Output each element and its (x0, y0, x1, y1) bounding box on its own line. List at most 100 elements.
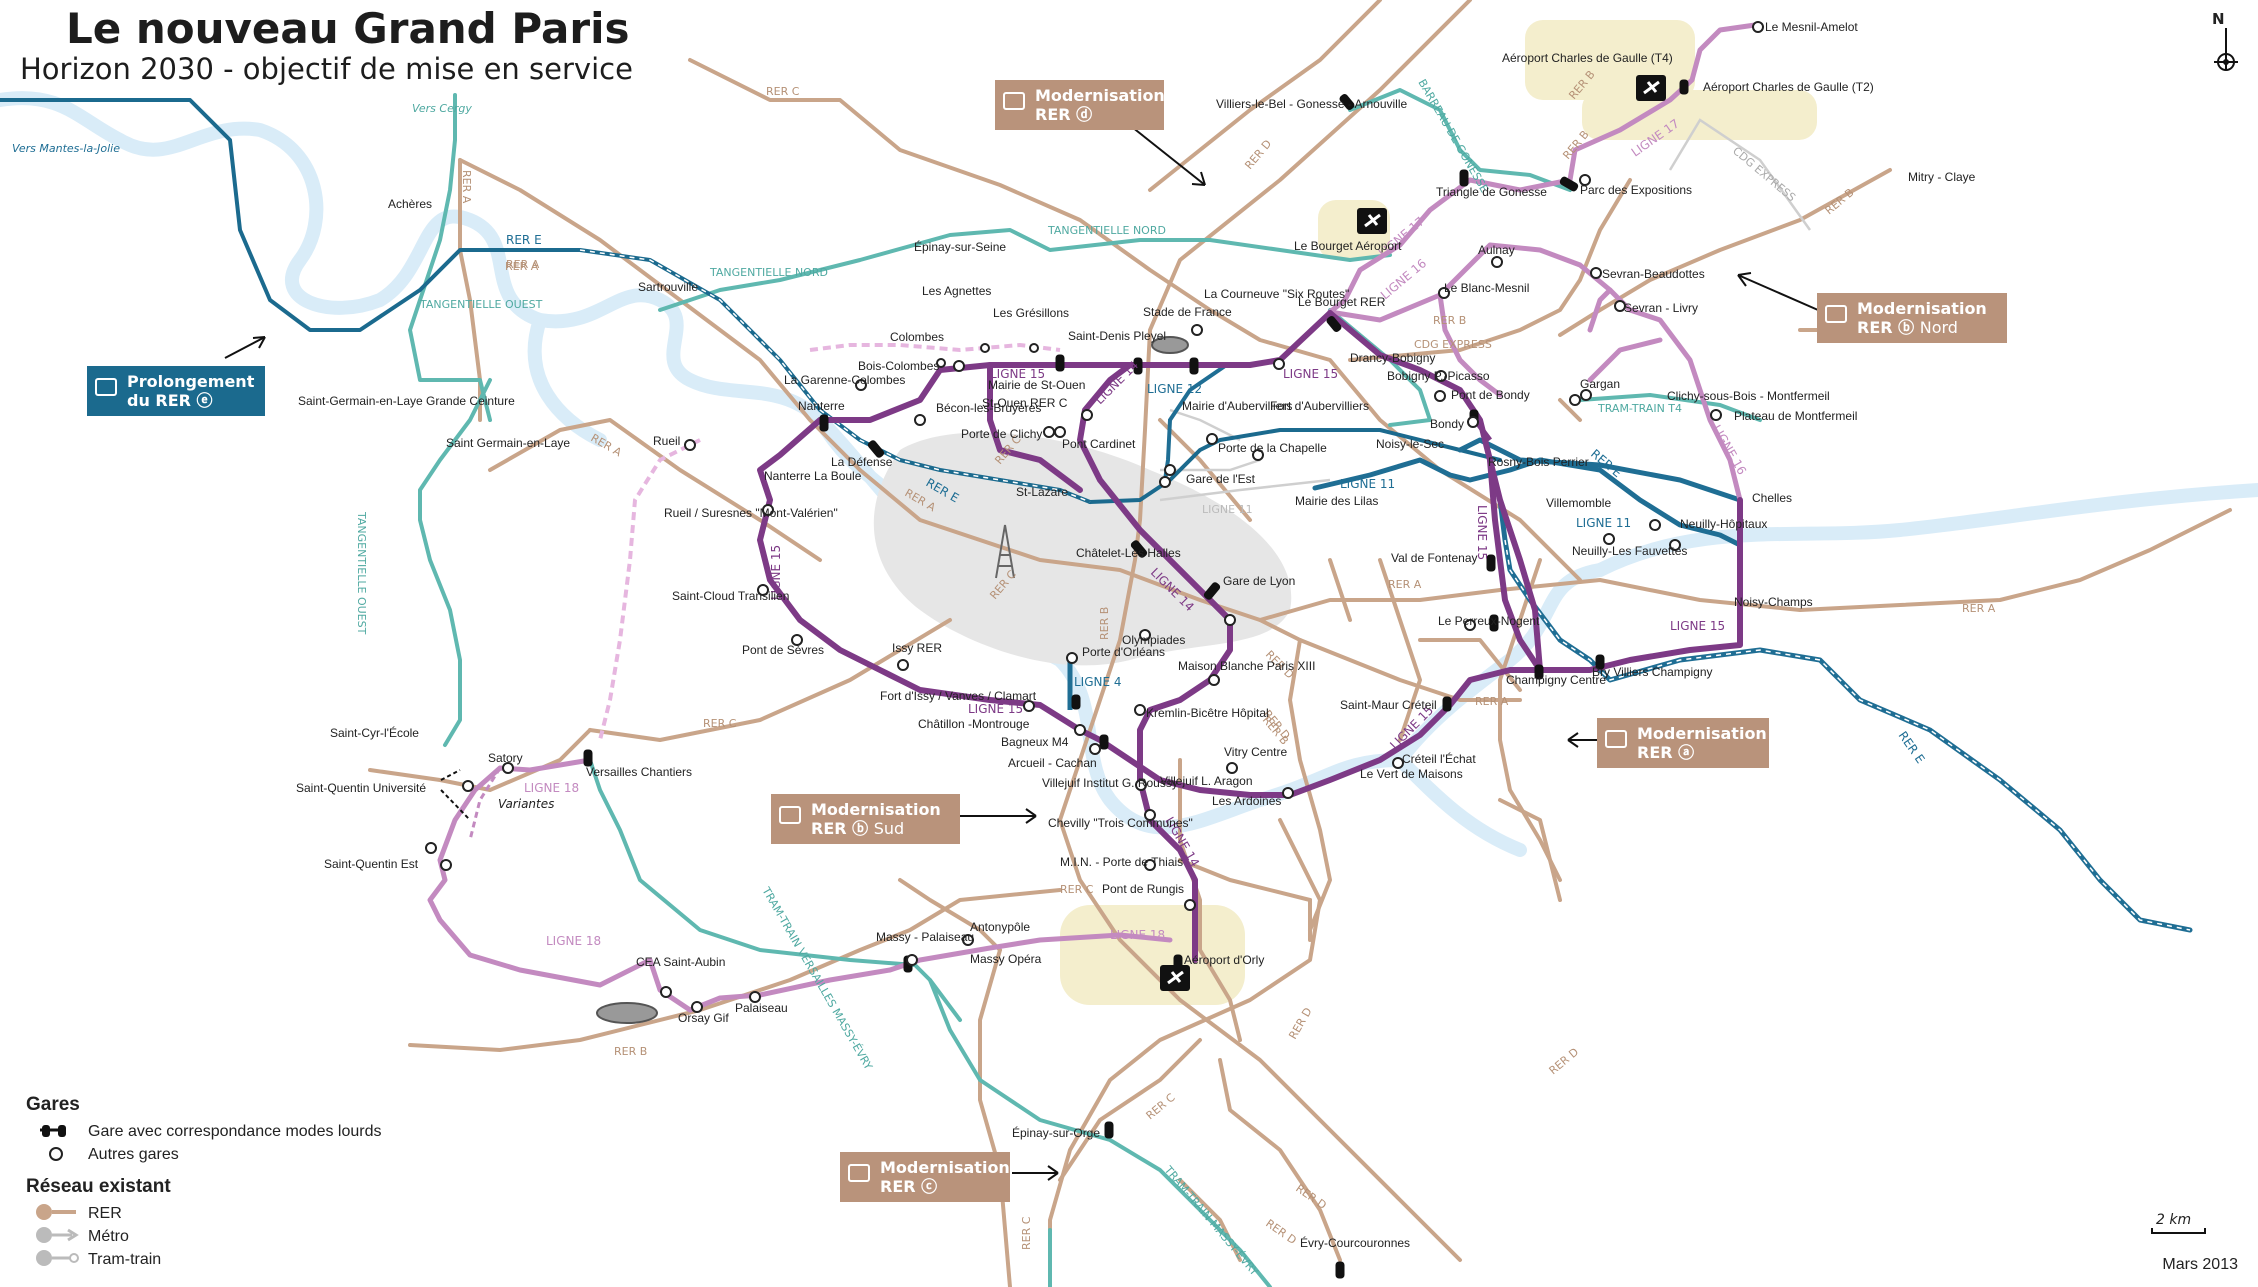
station-labels: Le Mesnil-Amelot Aéroport Charles de Gau… (296, 20, 1976, 1250)
label-rer-a-5: RER A (589, 431, 625, 459)
page-title: Le nouveau Grand Paris (66, 4, 630, 53)
station-label: Vitry Centre (1224, 745, 1287, 759)
label-ligne18-a: LIGNE 18 (524, 781, 579, 795)
station-label: Porte de la Chapelle (1218, 441, 1327, 455)
station-label: Maison Blanche Paris XIII (1178, 659, 1315, 673)
label-cdg-express: CDG EXPRESS (1414, 338, 1492, 351)
station-label: Villiers-le-Bel - Gonesse - Arnouville (1216, 97, 1408, 111)
train-icon (848, 1164, 870, 1182)
box-line-1: Modernisation (811, 800, 941, 819)
box-modernisation-rer-d: Modernisation RER ⓓ (995, 80, 1165, 130)
metro-network (1159, 118, 1812, 502)
label-rer-b-2: RER B (614, 1045, 647, 1058)
compass-icon (2214, 28, 2238, 71)
label-vers-cergy: Vers Cergy (412, 102, 472, 115)
other-stations (425, 21, 1764, 1013)
box-line-1: Modernisation (880, 1158, 1010, 1177)
station-label: Villejuif L. Aragon (1160, 774, 1253, 788)
station-label: St-Lazare (1016, 485, 1068, 499)
grey-labels: LIGNE 11 (1202, 503, 1253, 516)
station-label: Le Blanc-Mesnil (1444, 281, 1529, 295)
station-label: Mairie des Lilas (1295, 494, 1378, 508)
station-label: Bry Villiers Champigny (1592, 665, 1713, 679)
station-label: Sartrouville (638, 280, 698, 294)
label-barreau: BARREAU DE GONESSE (1415, 77, 1491, 195)
station-label: Fort d'Aubervilliers (1270, 399, 1369, 413)
label-ligne4: LIGNE 4 (1074, 675, 1122, 689)
label-ligne16-b: LIGNE 16 (1709, 423, 1749, 478)
box-line-1: Modernisation (1857, 299, 1987, 318)
label-ligne16-a: LIGNE 16 (1378, 256, 1429, 302)
station-label: Drancy-Bobigny (1350, 351, 1435, 365)
label-rer-c-6: RER C (1020, 1216, 1033, 1250)
label-ligne12: LIGNE 12 (1147, 382, 1202, 396)
station-label: Épinay-sur-Orge (1012, 1125, 1100, 1140)
label-rer-b-1: RER B (1433, 314, 1466, 327)
box-line-1: Modernisation (1035, 86, 1165, 105)
label-rer-d-5: RER D (1293, 1182, 1328, 1212)
station-label: Colombes (890, 330, 944, 344)
station-label: Les Grésillons (993, 306, 1069, 320)
label-rer-d-4: RER D (1547, 1045, 1582, 1077)
rer-e-extension-dashes (579, 249, 1091, 503)
label-tang-nord: TANGENTIELLE NORD (1047, 224, 1166, 237)
station-label: Palaiseau (735, 1001, 788, 1015)
label-rer-a-2: RER A (1388, 578, 1422, 591)
label-ligne15-e: LIGNE 15 (769, 545, 783, 600)
station-label: Aéroport d'Orly (1184, 953, 1264, 967)
station-label: Le Mesnil-Amelot (1765, 20, 1858, 34)
station-label: Les Agnettes (922, 284, 991, 298)
train-icon (1605, 730, 1627, 748)
label-ligne15-d: LIGNE 15 (1670, 619, 1725, 633)
box-line-2-main: RER ⓑ (1857, 318, 1915, 337)
label-rer-b-4: RER B (1823, 186, 1857, 217)
station-label: Villejuif Institut G. Roussy (1042, 776, 1178, 790)
label-ligne15-b: LIGNE 15 (1283, 367, 1338, 381)
station-label: Issy RER (892, 641, 942, 655)
station-label: Pont de Rungis (1102, 882, 1184, 896)
label-cdg-express-2: CDG EXPRESS (1730, 144, 1798, 204)
train-icon (1003, 92, 1025, 110)
train-icon (1825, 305, 1847, 323)
station-label: Bobigny P.-Picasso (1387, 369, 1490, 383)
station-label: Le Bourget RER (1298, 295, 1386, 309)
station-label: Pont Cardinet (1062, 437, 1136, 451)
rer-network (368, 0, 2232, 1287)
callout-arrows (224, 126, 1819, 1181)
label-rer-e-1: RER E (506, 233, 542, 247)
station-label: Les Ardoines (1212, 794, 1281, 808)
station-label: Satory (488, 751, 523, 765)
station-label: Saint-Denis Pleyel (1068, 329, 1166, 343)
station-label: Triangle de Gonesse (1436, 185, 1547, 199)
label-rer-c-3: RER C (1060, 883, 1094, 896)
station-label: St-Ouen RER C (982, 396, 1068, 410)
projected-links (598, 342, 1061, 741)
station-label: La Défense (831, 455, 893, 469)
station-label: Neuilly-Hôpitaux (1680, 517, 1767, 531)
station-label: Gare de l'Est (1186, 472, 1256, 486)
label-rer-b-5: RER B (1098, 607, 1111, 640)
saclay-icon (596, 1002, 658, 1024)
stade-de-france-icon (1151, 336, 1189, 354)
station-label: Châtillon -Montrouge (918, 717, 1030, 731)
label-rer-a-3: RER A (1962, 602, 1996, 615)
station-label: Rueil / Suresnes "Mont-Valérien" (664, 506, 838, 520)
station-label: Pont de Bondy (1451, 388, 1530, 402)
label-ligne11-grey: LIGNE 11 (1202, 503, 1253, 516)
station-label: Nanterre La Boule (764, 469, 862, 483)
station-label: Fort d'Issy / Vanves / Clamart (880, 689, 1037, 703)
legend-autres-gares: Autres gares (88, 1146, 179, 1163)
legend-symbols (36, 1125, 79, 1266)
station-label: Mairie de St-Ouen (988, 378, 1085, 392)
date-label: Mars 2013 (2162, 1256, 2238, 1273)
station-label: Rosny-Bois Perrier (1488, 455, 1589, 469)
station-label: Villemomble (1546, 496, 1611, 510)
box-modernisation-rer-b-nord: Modernisation RER ⓑ Nord (1817, 293, 2007, 343)
legend-gare-corresp: Gare avec correspondance modes lourds (88, 1123, 382, 1140)
label-rer-a-4: RER A (1475, 695, 1509, 708)
station-label: Bois-Colombes (858, 359, 939, 373)
label-tang-ouest-2: TANGENTIELLE OUEST (355, 511, 368, 635)
ligne-11-dashes (1504, 539, 2191, 931)
box-line-1: Modernisation (1637, 724, 1767, 743)
legend-tramtrain: Tram-train (88, 1251, 162, 1268)
